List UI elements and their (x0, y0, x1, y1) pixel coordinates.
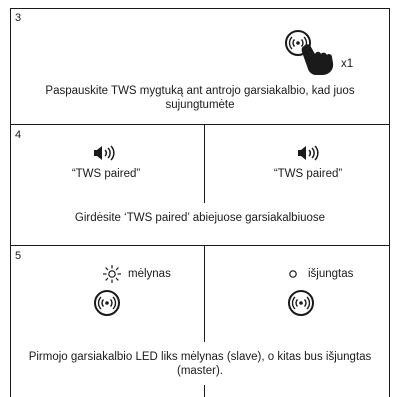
step-number-5: 5 (15, 250, 22, 262)
step-3-caption: Paspauskite TWS mygtuką ant antrojo gars… (45, 85, 355, 111)
speaker-sound-icon-left (94, 145, 115, 161)
led-glow-icon (103, 265, 121, 283)
center-divider-4 (204, 124, 205, 203)
step-number-4: 4 (15, 129, 22, 141)
tws-button-icon-right (288, 290, 314, 316)
center-divider-tail (204, 385, 205, 397)
step-number-3: 3 (15, 12, 22, 24)
led-off-label: išjungtas (308, 268, 354, 280)
step-4-caption: Girdėsite ‘TWS paired’ abiejuose garsiak… (74, 212, 326, 224)
tws-button-icon-left (94, 290, 120, 316)
section-divider-3-4 (10, 124, 390, 125)
center-divider-5 (204, 245, 205, 342)
tws-paired-label-left: “TWS paired” (71, 168, 141, 180)
frame-left-border (10, 8, 11, 397)
tws-button-icon (285, 30, 334, 75)
speaker-sound-icon-right (298, 145, 319, 161)
step-5-caption: Pirmojo garsiakalbio LED liks mėlynas (s… (28, 351, 372, 377)
tws-paired-label-right: “TWS paired” (273, 168, 343, 180)
press-count-label: x1 (341, 58, 354, 70)
frame-top-border (10, 8, 390, 9)
led-off-icon (289, 270, 297, 278)
pointing-hand-icon (301, 44, 334, 75)
section-divider-4-5 (10, 245, 390, 246)
led-blue-label: mėlynas (128, 268, 171, 280)
frame-right-border (389, 8, 390, 397)
